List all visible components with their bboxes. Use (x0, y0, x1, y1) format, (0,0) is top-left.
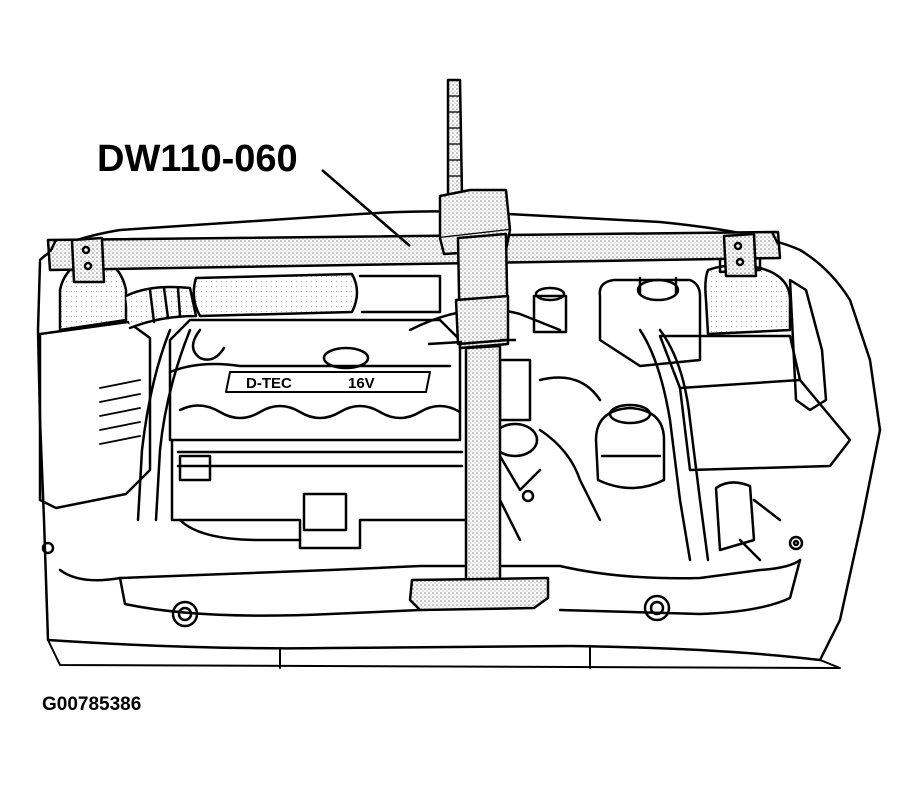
engine-badge-right: 16V (348, 375, 375, 392)
callout-label: DW110-060 (97, 138, 298, 180)
engine-badge-left: D-TEC (246, 375, 292, 392)
leader-line (321, 169, 411, 247)
figure-id: G00785386 (42, 694, 142, 715)
